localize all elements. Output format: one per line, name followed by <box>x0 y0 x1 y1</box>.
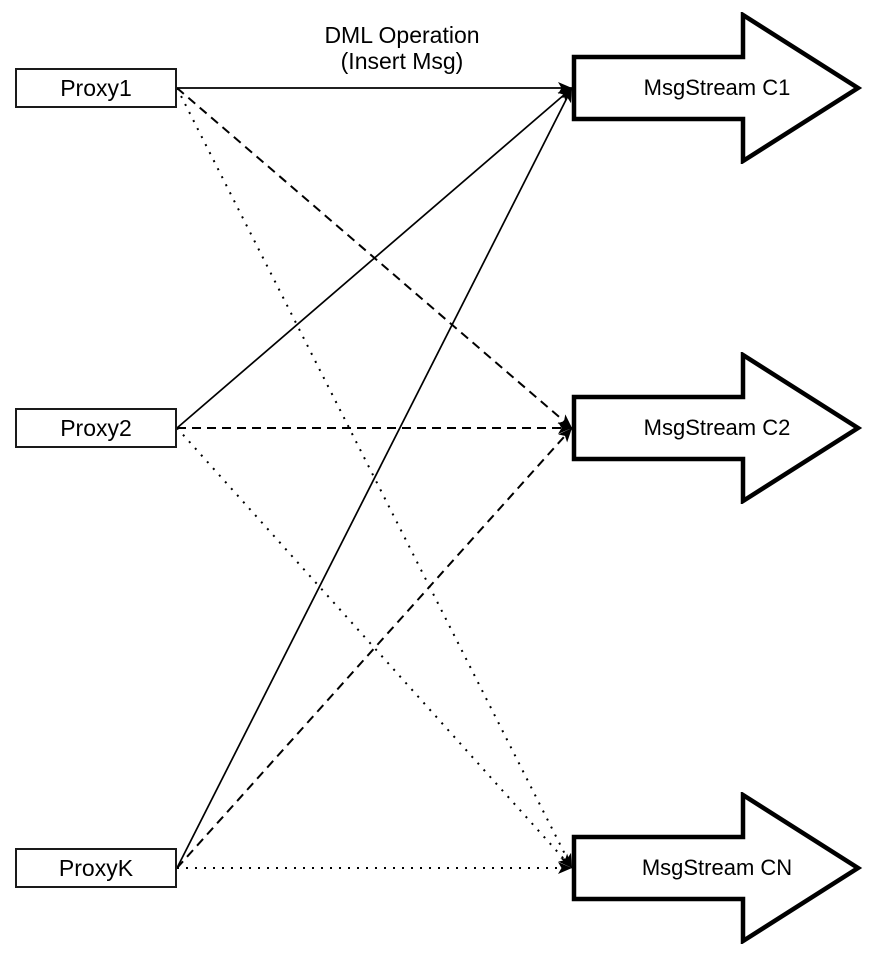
node-msgstream-cn-label: MsgStream CN <box>641 855 793 880</box>
node-msgstream-c2: MsgStream C2 <box>571 352 863 504</box>
edge-proxy1-cn <box>176 87 573 869</box>
annotation-line1: DML Operation <box>324 22 480 48</box>
node-msgstream-c2-label: MsgStream C2 <box>643 415 791 440</box>
annotation-line2: (Insert Msg) <box>340 48 464 74</box>
node-msgstream-c1: MsgStream C1 <box>571 12 863 164</box>
node-proxyk-label: ProxyK <box>58 854 134 881</box>
node-msgstream-c1-label: MsgStream C1 <box>643 75 791 100</box>
node-proxy1: Proxy1 <box>15 68 177 108</box>
edge-proxy2-c1 <box>176 87 573 429</box>
edge-proxyk-c1 <box>176 87 573 869</box>
stream-arrow-icon <box>571 792 863 944</box>
edge-proxyk-c2 <box>176 427 573 869</box>
node-proxy2-label: Proxy2 <box>60 414 132 441</box>
node-proxy2: Proxy2 <box>15 408 177 448</box>
node-proxyk: ProxyK <box>15 848 177 888</box>
node-proxy1-label: Proxy1 <box>60 74 132 101</box>
edge-annotation: DML Operation (Insert Msg) <box>324 22 479 74</box>
stream-arrow-icon <box>571 12 863 164</box>
node-msgstream-cn: MsgStream CN <box>571 792 863 944</box>
stream-arrow-icon <box>571 352 863 504</box>
